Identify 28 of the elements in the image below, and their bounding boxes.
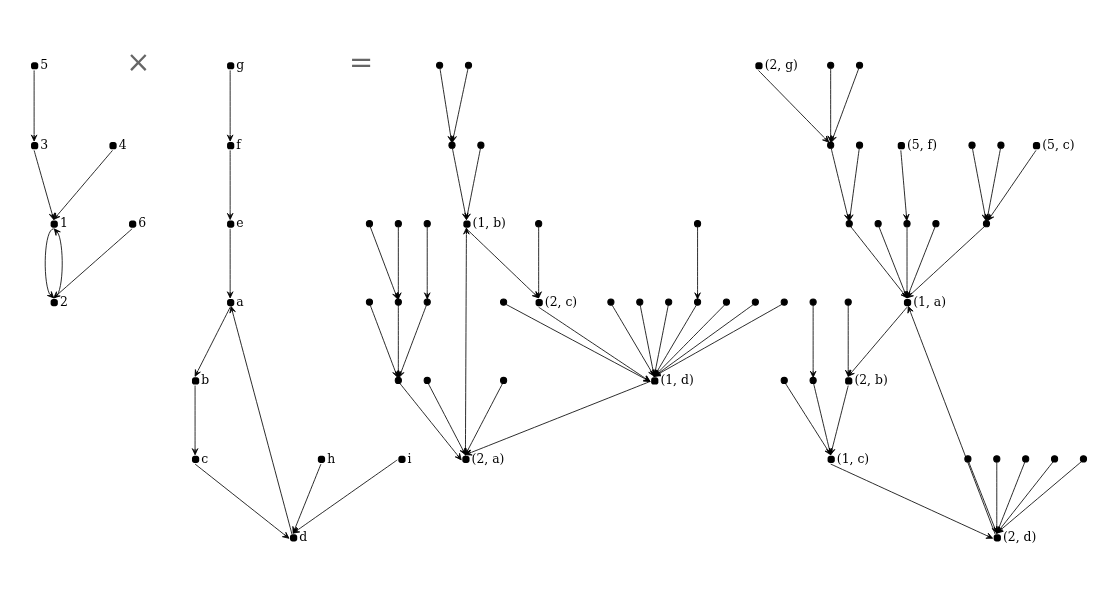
node-label: b xyxy=(201,373,210,388)
node-label: (5, c) xyxy=(1042,137,1075,152)
node-label: c xyxy=(201,451,209,466)
node-label: (1, c) xyxy=(836,451,870,466)
node-label: (1, b) xyxy=(472,216,506,231)
label: = xyxy=(349,45,374,80)
node-label: (2, a) xyxy=(471,451,505,466)
node-label: (2, c) xyxy=(544,294,578,309)
node-label: d xyxy=(299,530,308,545)
node-label: 4 xyxy=(118,137,127,152)
node-label: a xyxy=(236,294,244,309)
node-label: 6 xyxy=(138,216,147,231)
node-label: (1, d) xyxy=(660,373,694,388)
node-label: 3 xyxy=(40,137,49,152)
node-label: 1 xyxy=(59,216,68,231)
node-label: (2, b) xyxy=(854,373,888,388)
node-label: e xyxy=(236,216,244,231)
node-label: g xyxy=(236,57,245,72)
node-label: (2, g) xyxy=(764,57,798,72)
label: × xyxy=(126,45,151,80)
node-label: i xyxy=(407,451,412,466)
node-label: h xyxy=(327,451,336,466)
node-label: 5 xyxy=(40,57,49,72)
node-label: (5, f) xyxy=(907,137,938,152)
node-label: f xyxy=(236,137,241,152)
node-label: (1, a) xyxy=(913,294,946,309)
node-label: (2, d) xyxy=(1002,530,1037,545)
node-label: 2 xyxy=(59,294,68,309)
